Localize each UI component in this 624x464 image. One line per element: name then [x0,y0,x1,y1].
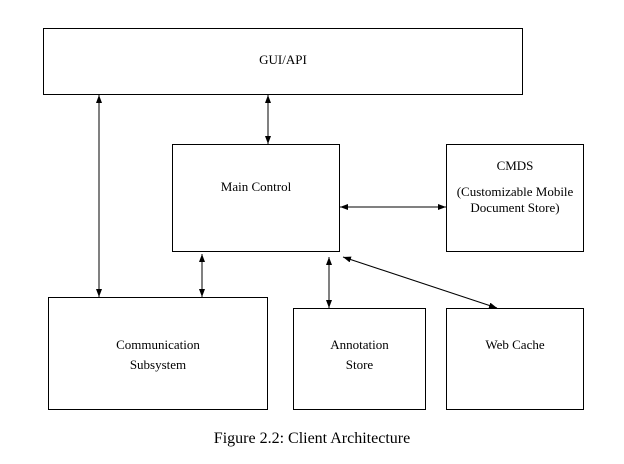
web-cache-label: Web Cache [485,337,545,352]
annotation-store-box [293,308,426,410]
main-control-label: Main Control [220,179,292,194]
cmds-subtitle-line1: (Customizable Mobile [456,184,574,199]
arrow-main-control-to-web-cache [342,256,498,309]
gui-api-label: GUI/API [259,52,307,67]
cmds-title: CMDS [496,158,534,173]
cmds-subtitle-line2: Document Store) [470,200,560,215]
web-cache-box [446,308,584,410]
figure-caption: Figure 2.2: Client Architecture [213,430,411,447]
annotation-label-line1: Annotation [330,337,389,352]
gui-api-box [43,28,523,95]
annotation-label-line2: Store [345,357,374,372]
communication-label-line2: Subsystem [129,357,187,372]
communication-label-line1: Communication [116,337,200,352]
main-control-box [172,144,340,252]
cmds-box [446,144,584,252]
communication-subsystem-box [48,297,268,410]
